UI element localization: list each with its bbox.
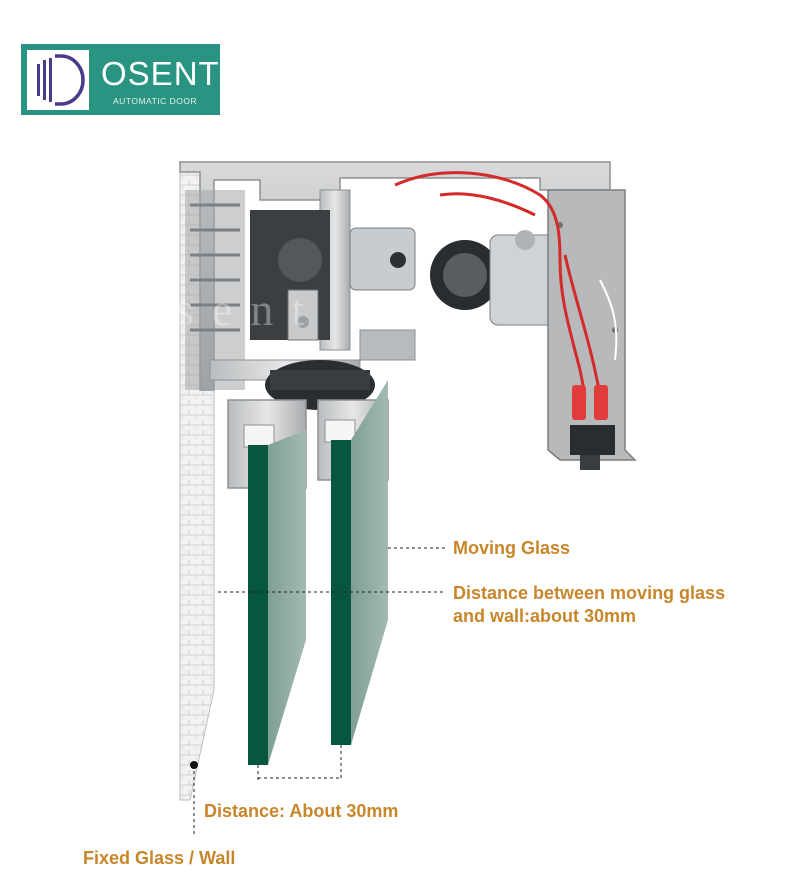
connector-terminals [572, 279, 618, 420]
label-moving-glass: Moving Glass [453, 538, 571, 558]
glass-panel-left [248, 430, 306, 765]
wall-marker-dot [190, 761, 198, 769]
brand-tagline: AUTOMATIC DOOR [113, 96, 198, 106]
wiring [394, 171, 602, 396]
brand-name: OSENT [101, 55, 220, 92]
label-fixed-wall: Fixed Glass / Wall [83, 848, 236, 868]
label-wall-gap: Distance between moving glass and wall:a… [453, 583, 726, 626]
label-glass-gap: Distance: About 30mm [204, 801, 399, 821]
dimension-lines [193, 547, 445, 835]
brand-logo: OSENT AUTOMATIC DOOR [21, 44, 220, 115]
logo-mark-icon [27, 50, 89, 110]
drive-mechanism [250, 210, 561, 410]
controller-bracket [547, 189, 637, 470]
watermark: osent [135, 284, 322, 335]
